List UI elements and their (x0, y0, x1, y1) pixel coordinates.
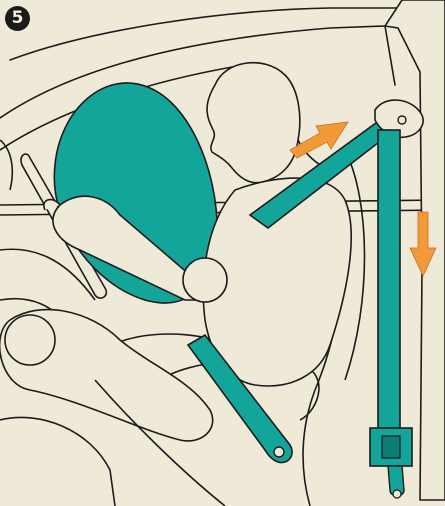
belt-anchor-bolt (398, 116, 406, 124)
lap-belt-anchor (274, 447, 284, 457)
vertical-belt (378, 130, 400, 430)
step-number-badge: 5 (5, 6, 30, 31)
